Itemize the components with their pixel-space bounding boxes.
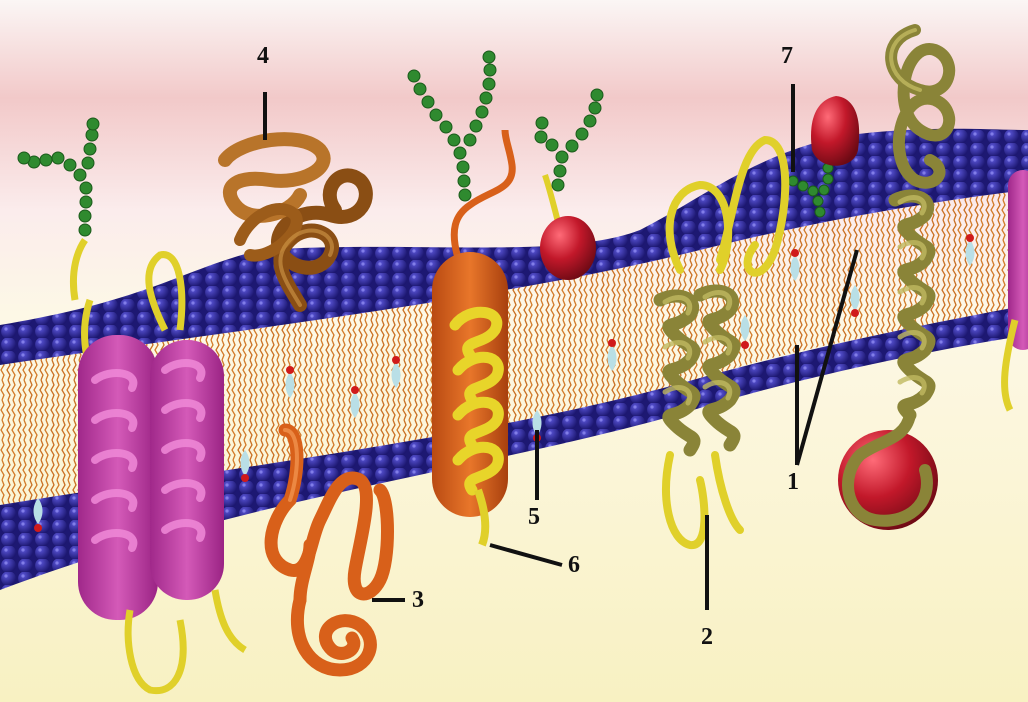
peripheral-protein-red xyxy=(540,216,596,280)
label-6: 6 xyxy=(568,553,580,577)
label-1: 1 xyxy=(787,470,799,494)
label-3: 3 xyxy=(412,588,424,612)
label-4: 4 xyxy=(257,44,269,68)
label-7: 7 xyxy=(781,44,793,68)
label-5: 5 xyxy=(528,505,540,529)
label-2: 2 xyxy=(701,625,713,649)
